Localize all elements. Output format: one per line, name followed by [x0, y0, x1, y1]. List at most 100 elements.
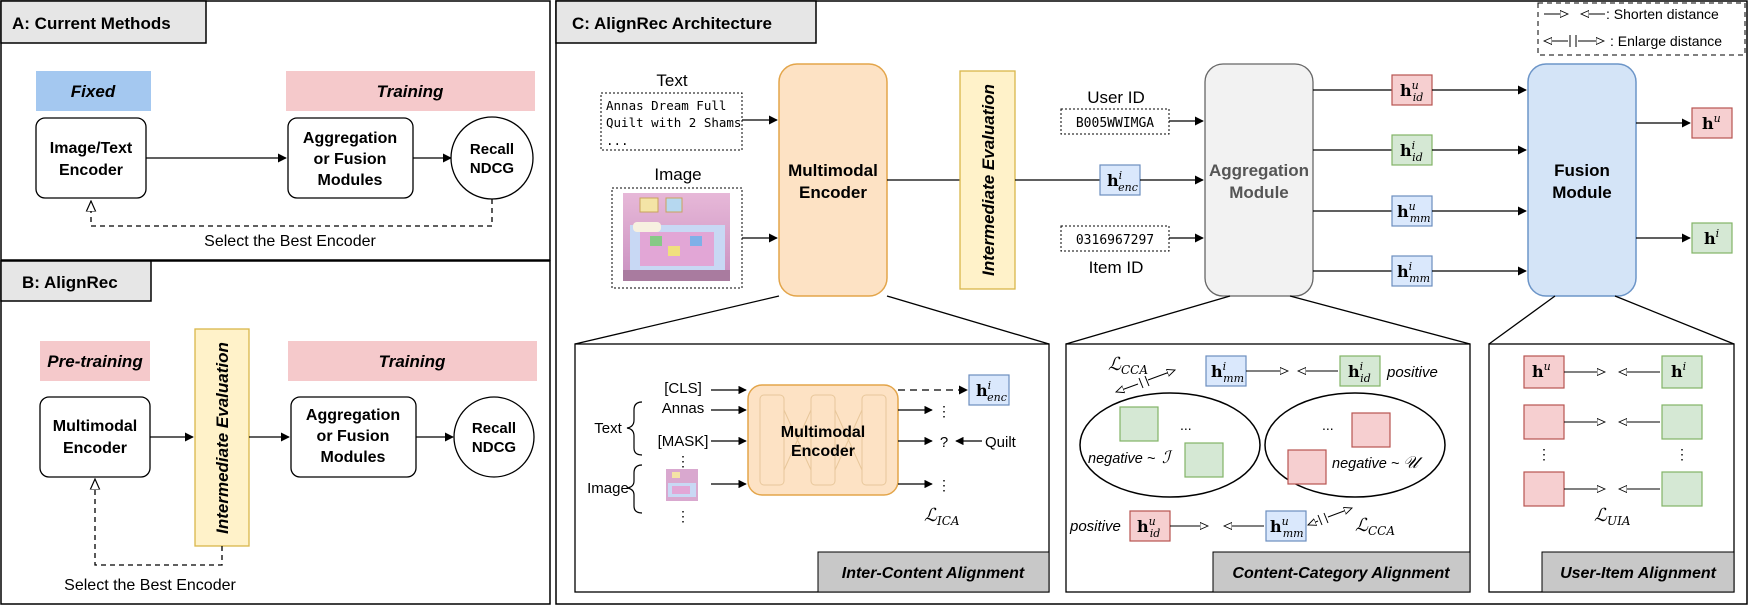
training-label-box-b	[288, 341, 537, 381]
intermediate-eval-c: Intermediate Evaluation	[979, 84, 998, 276]
panel-a-title: A: Current Methods	[12, 14, 171, 33]
training-label-b: Training	[379, 352, 446, 371]
h-u-id-box	[1391, 74, 1433, 106]
cca-neg-i-ellipsis: ...	[1180, 417, 1192, 433]
multimodal-encoder-box	[778, 63, 888, 297]
ica-text-brace	[626, 401, 643, 456]
cca-negative-i-ellipse	[1079, 392, 1261, 498]
zoom-line-ica-left	[574, 295, 780, 345]
recall-ndcg-circle-a	[450, 116, 534, 200]
cca-enlarge-bottom-bar2	[1323, 512, 1329, 524]
ica-question-mark: ?	[940, 434, 948, 451]
ndcg-b: NDCG	[472, 439, 516, 456]
ica-annas-token: Annas	[662, 400, 705, 417]
select-best-encoder-b: Select the Best Encoder	[64, 577, 236, 594]
panel-a: A: Current Methods Fixed Training Image/…	[0, 0, 551, 261]
cca-neg-u-box1	[1351, 412, 1391, 448]
ica-encoder-line2: Encoder	[791, 443, 855, 460]
distance-legend: : Shorten distance : Enlarge distance	[1537, 2, 1746, 56]
agg-line3-b: Modules	[321, 449, 386, 466]
cca-neg-i-box2	[1184, 442, 1224, 478]
cca-negative-u-text: negative ~	[1332, 456, 1400, 472]
cca-positive-top: positive	[1386, 364, 1438, 381]
multimodal-encoder-box-b	[39, 396, 151, 478]
panel-b-border	[0, 260, 551, 605]
panel-b: B: AlignRec Pre-training Training Multim…	[0, 260, 551, 605]
mm-encoder-line2: Encoder	[799, 183, 867, 202]
panel-b-title-box	[0, 260, 152, 302]
recall-a: Recall	[470, 141, 514, 158]
uia-item-box-3	[1661, 471, 1703, 507]
zoom-line-uia-left	[1488, 295, 1556, 345]
fusion-line2: Module	[1552, 183, 1612, 202]
ica-image-brace	[626, 464, 643, 514]
cca-neg-u-box2	[1287, 449, 1327, 485]
item-id-label: Item ID	[1089, 258, 1144, 277]
select-best-encoder-a: Select the Best Encoder	[204, 233, 376, 250]
legend-shorten-text: : Shorten distance	[1606, 6, 1719, 22]
encoder-line2-a: Encoder	[59, 162, 123, 179]
uia-user-box-3	[1523, 471, 1565, 507]
encoder-line2-b: Encoder	[63, 440, 127, 457]
panel-c-title-box	[555, 0, 817, 44]
cca-enlarge-top-left	[1116, 383, 1139, 392]
ica-image-label: Image	[587, 480, 629, 497]
intermediate-eval-box-c	[959, 70, 1016, 290]
agg-line2-b: or Fusion	[317, 428, 390, 445]
uia-h-u-box	[1523, 355, 1565, 389]
user-id-label: User ID	[1087, 88, 1145, 107]
ica-text-label: Text	[594, 420, 622, 437]
agg-line1-a: Aggregation	[303, 130, 397, 147]
uia-item-dots: ⋮	[1675, 446, 1689, 462]
ica-annas-out-dots: ⋮	[937, 403, 951, 419]
cca-h-i-id-box	[1339, 355, 1381, 387]
cca-h-i-mm-box	[1205, 355, 1247, 387]
uia-title: User-Item Alignment	[1560, 565, 1717, 582]
mm-encoder-line1: Multimodal	[788, 161, 878, 180]
cca-positive-bottom: positive	[1069, 518, 1121, 535]
agg-line2-a: or Fusion	[314, 151, 387, 168]
image-input-label: Image	[654, 165, 701, 184]
h-i-output-box	[1691, 222, 1733, 254]
ica-quilt-label: Quilt	[985, 434, 1017, 451]
ica-image-out-dots: ⋮	[937, 477, 951, 493]
ica-title: Inter-Content Alignment	[842, 565, 1025, 582]
zoom-line-uia-right	[1614, 295, 1735, 345]
pretraining-label: Pre-training	[47, 352, 143, 371]
uia-user-box-2	[1523, 404, 1565, 440]
cca-enlarge-bottom-left	[1308, 521, 1319, 525]
uia-user-dots: ⋮	[1537, 446, 1551, 462]
ica-encoder-internal-layers	[759, 394, 887, 486]
panel-c-border	[555, 0, 1748, 605]
ica-text-dots: ⋮	[676, 453, 690, 469]
fusion-line1: Fusion	[1554, 161, 1610, 180]
cca-negative-u-set: 𝒰	[1403, 453, 1423, 473]
uia-title-box	[1541, 551, 1735, 593]
ica-mask-token: [MASK]	[658, 433, 709, 450]
cca-negative-i-set: ℐ	[1162, 448, 1173, 468]
panel-c-title: C: AlignRec Architecture	[572, 14, 772, 33]
cca-enlarge-top-bar2	[1144, 375, 1150, 387]
ica-image-dots: ⋮	[676, 508, 690, 524]
image-text-encoder-box	[35, 117, 147, 199]
text-example-line2: Quilt with 2 Shams	[606, 115, 741, 130]
pretraining-label-box	[40, 341, 150, 381]
fixed-label: Fixed	[71, 82, 116, 101]
aggregation-module-box	[1204, 63, 1314, 297]
select-feedback-arrow-a	[91, 199, 493, 227]
zoom-line-ica-right	[886, 295, 1050, 345]
cca-enlarge-bottom-right	[1327, 508, 1352, 518]
ica-h-enc-box	[968, 374, 1010, 406]
ica-encoder-line1: Multimodal	[781, 424, 865, 441]
cca-negative-i-text: negative ~	[1088, 451, 1156, 467]
agg-line3-a: Modules	[318, 172, 383, 189]
h-u-mm-box	[1391, 195, 1433, 227]
panel-c: C: AlignRec Architecture : Shorten dista…	[555, 0, 1748, 605]
legend-enlarge-text: : Enlarge distance	[1610, 33, 1722, 49]
fixed-label-box	[36, 71, 151, 111]
recall-ndcg-circle-b	[453, 396, 535, 478]
cca-neg-u-ellipsis: ...	[1322, 417, 1334, 433]
fusion-module-box	[1527, 63, 1637, 297]
